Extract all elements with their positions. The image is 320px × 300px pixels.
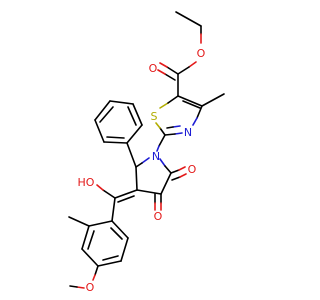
bond [157,69,166,75]
ethyl-ester-group [157,11,202,97]
atom-label-methoxy-o: O [86,281,95,294]
bond [177,95,203,107]
bond [103,141,128,144]
bond [160,172,172,195]
bond [135,162,143,168]
bond [109,100,134,105]
bond [117,195,135,203]
bond [88,220,113,227]
bond [171,176,181,181]
bond [136,189,162,195]
bond [99,106,114,123]
atom-label-hydroxy: HO [78,176,95,189]
bond [120,237,129,262]
bond [175,11,202,27]
hydroxy-methylidene [96,184,138,222]
bond [156,145,160,152]
bond [159,127,166,136]
bond [158,134,166,147]
atom-label-ester-o-carbonyl: O [149,62,158,75]
bond [174,132,183,135]
atom-label-ketone-o: O [154,210,163,223]
bond [96,184,104,191]
atom-label-lactam-o: O [188,163,197,176]
bond [164,73,176,81]
atom-label-pyrrolidine-n: N [152,150,160,163]
phenyl-ring [94,100,143,168]
bond [135,166,138,191]
bond [178,166,186,171]
bond [192,117,198,126]
bond [102,189,116,199]
bond [68,216,90,227]
bond [172,125,181,128]
bond [94,265,99,276]
bond [170,169,180,174]
bond [81,225,90,250]
bond [159,102,169,109]
atom-label-thiazole-s: S [151,110,158,123]
bond [92,274,96,281]
bond [87,230,95,250]
bond [127,106,137,126]
bond [76,286,85,289]
bond [102,255,119,261]
bond [94,100,111,121]
bond [159,62,168,68]
bond [69,285,78,288]
atom-label-ester-o-ether: O [197,47,206,60]
bond [81,248,99,267]
bond [94,119,105,143]
thiazole-ring [155,93,225,136]
atom-label-thiazole-n: N [184,126,192,139]
bond [182,100,201,109]
bond [110,227,123,240]
bond [164,133,176,136]
bond [166,66,179,75]
bond [97,260,122,267]
bond [201,93,225,107]
bond [177,66,190,75]
bond [111,220,129,239]
bond [159,158,166,167]
bond [167,95,179,104]
bond [106,136,125,139]
bond [132,103,143,126]
methoxy-methylphenyl-ring [68,216,129,289]
bond [114,189,138,199]
bond [126,124,143,144]
atom-labels: O O S N N O O HO O [78,47,206,294]
bond [164,165,172,174]
bond [126,142,137,168]
pyrrolidine-ring [135,134,187,211]
bond [166,126,174,129]
bond [141,157,150,164]
bond [196,105,203,119]
bond [155,122,161,129]
bond [188,61,197,68]
bond [179,173,187,178]
bond [111,197,116,222]
molecule-structure: O O S N N O O HO O [68,11,225,294]
